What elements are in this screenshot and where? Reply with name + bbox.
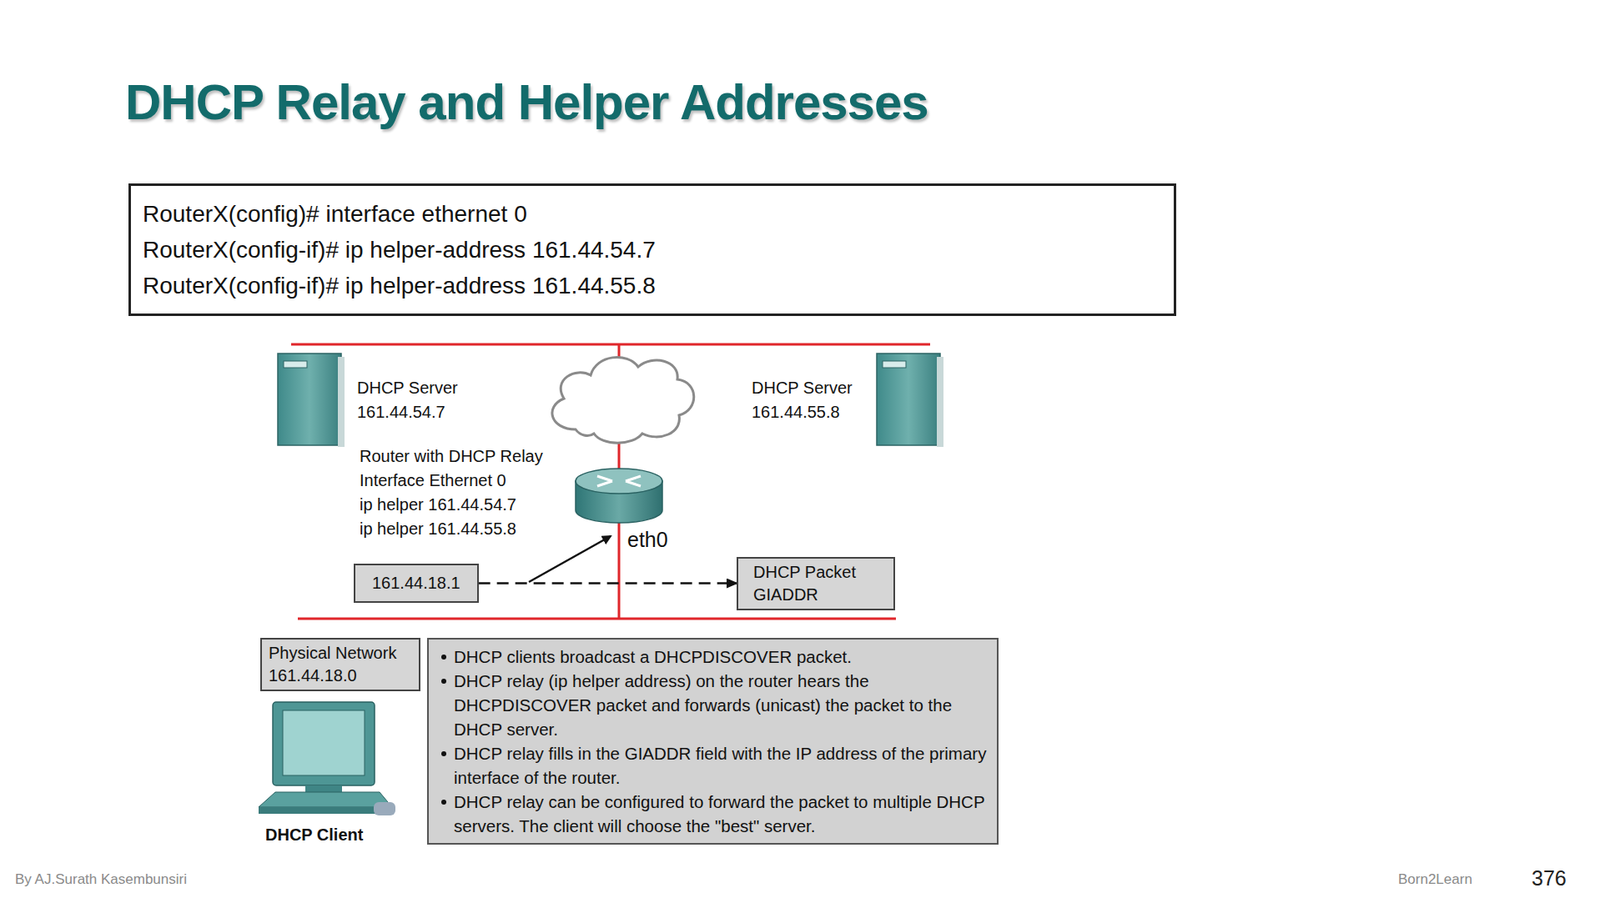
notes-box: DHCP clients broadcast a DHCPDISCOVER pa… — [427, 638, 999, 846]
author-footer: By AJ.Surath Kasembunsiri — [15, 871, 187, 889]
pointer-arrow — [528, 536, 611, 583]
address-box: 161.44.18.1 — [353, 563, 479, 604]
box-text: 161.44.18.1 — [372, 572, 461, 595]
box-text: RouterX(config-if)# ip helper-address 16… — [142, 231, 1163, 268]
router-icon — [575, 468, 663, 524]
box-text: DHCP Packet GIADDR — [753, 561, 879, 607]
bullet-dot — [441, 679, 447, 685]
interface-label: eth0 — [627, 528, 669, 553]
router-note: ip helper 161.44.55.8 — [359, 519, 517, 539]
bullet-text: DHCP relay fills in the GIADDR field wit… — [438, 741, 987, 790]
pc-icon — [258, 702, 396, 816]
bullet-dot — [441, 751, 447, 757]
bullet-text: DHCP clients broadcast a DHCPDISCOVER pa… — [438, 644, 987, 670]
server-icon — [277, 353, 345, 448]
brand-footer: Born2Learn — [1398, 871, 1473, 889]
server-address: 161.44.54.7 — [357, 402, 446, 423]
network-line — [297, 618, 896, 621]
server-label: DHCP Server — [357, 378, 458, 398]
page-number: 376 — [1531, 866, 1567, 891]
bullet-text: DHCP relay can be configured to forward … — [438, 789, 987, 839]
bullet-dot — [441, 800, 447, 806]
bullet-dot — [441, 654, 447, 660]
bullet-text: DHCP relay (ip helper address) on the ro… — [438, 669, 987, 742]
router-note: ip helper 161.44.54.7 — [359, 495, 517, 515]
packet-box: DHCP Packet GIADDR — [736, 557, 896, 611]
network-line — [291, 343, 931, 347]
box-text: RouterX(config)# interface ethernet 0 — [142, 196, 1163, 232]
box-text: RouterX(config-if)# ip helper-address 16… — [142, 267, 1163, 304]
slide-title: DHCP Relay and Helper Addresses — [125, 73, 929, 131]
dashed-arrow — [478, 582, 737, 585]
server-address: 161.44.55.8 — [751, 402, 841, 423]
router-note: Interface Ethernet 0 — [359, 471, 507, 491]
router-note: Router with DHCP Relay — [359, 447, 544, 467]
client-label: DHCP Client — [265, 825, 363, 846]
code-box: RouterX(config)# interface ethernet 0Rou… — [128, 183, 1177, 317]
box-text: Physical Network 161.44.18.0 — [268, 642, 413, 688]
server-icon — [876, 353, 944, 448]
network-box: Physical Network 161.44.18.0 — [260, 638, 421, 692]
server-label: DHCP Server — [751, 378, 853, 398]
cloud-icon — [552, 357, 695, 444]
